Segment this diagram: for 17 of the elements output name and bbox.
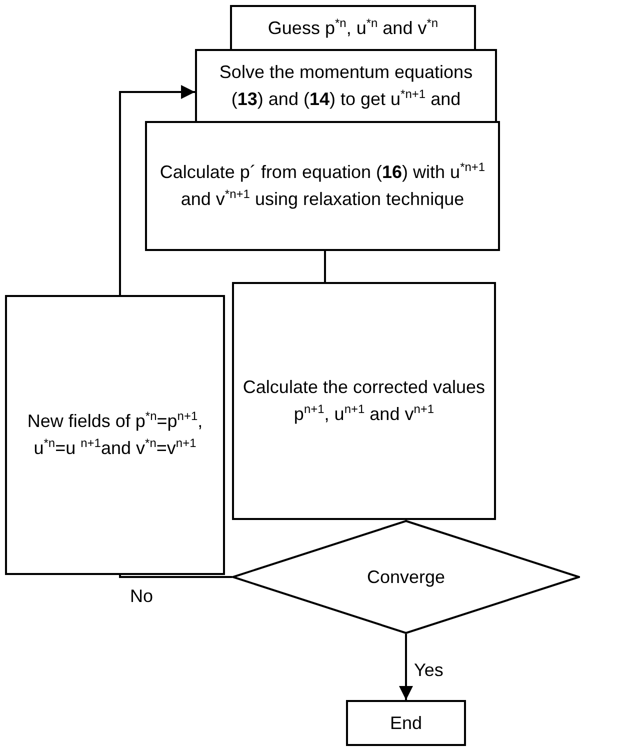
node-text: New fields of p$^{*n}$=p$^{n+1}$, u$^{*n}$=u $^{n+1}$and v$^{*n}$=v$^{n+1}$ bbox=[26, 408, 204, 460]
node-text: Calculate p´ from equation (16) with u$^{*n+1}$ and v$^{*n+1}$ using relaxation technique bbox=[158, 159, 486, 211]
process-box bbox=[5, 295, 225, 575]
node-text: Guess p$^{*n}$, u$^{*n}$ and v$^{*n}$ bbox=[266, 14, 440, 40]
arrow bbox=[119, 85, 195, 295]
connector-line bbox=[119, 575, 232, 578]
process-box bbox=[230, 5, 476, 51]
node-text: Converge bbox=[366, 566, 446, 589]
process-box bbox=[145, 121, 500, 251]
node-text: Solve the momentum equations (13) and (14) to get u$^{*n+1}$ and bbox=[218, 61, 474, 111]
process-box bbox=[195, 49, 497, 123]
arrow bbox=[399, 634, 413, 700]
process-box bbox=[232, 282, 496, 520]
node-text: Calculate the corrected values p$^{n+1}$, u$^{n+1}$ and v$^{n+1}$ bbox=[242, 376, 486, 426]
node-text: End bbox=[388, 712, 424, 734]
connector-line bbox=[324, 251, 326, 282]
terminal-box bbox=[346, 700, 466, 746]
